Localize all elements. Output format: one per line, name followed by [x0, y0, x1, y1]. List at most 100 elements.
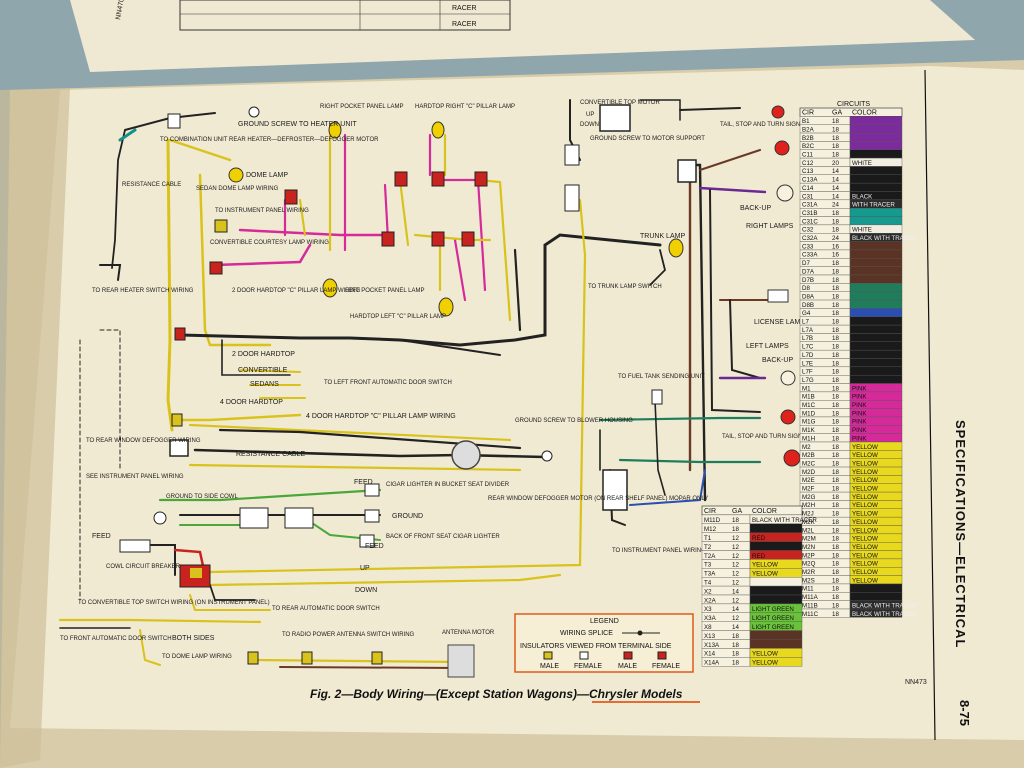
color-swatch [849, 141, 903, 150]
cell-ga: 24 [832, 202, 839, 209]
cell-ga: 18 [832, 293, 839, 300]
top-fragment-1: RACER [452, 5, 477, 12]
cell-color: YELLOW [752, 660, 778, 667]
top-motor [599, 104, 631, 132]
cell-cir: M11 [802, 586, 814, 593]
cell-cir: C32 [802, 227, 814, 234]
cell-ga: 18 [832, 268, 839, 275]
cell-cir: T2A [704, 553, 716, 560]
cell-ga: 24 [832, 235, 839, 242]
cell-cir: D8A [802, 293, 815, 300]
color-swatch [849, 299, 903, 309]
label-feed-1: FEED [354, 479, 373, 486]
cell-cir: M1K [802, 427, 816, 434]
cell-cir: M11A [802, 594, 819, 601]
cell-color: YELLOW [852, 561, 878, 568]
cell-cir: M2F [802, 486, 815, 493]
top-page-code: NN470 [115, 0, 126, 20]
cell-ga: 18 [832, 502, 839, 509]
cell-cir: M2D [802, 469, 816, 476]
label-trunk-switch: TO TRUNK LAMP SWITCH [588, 284, 662, 290]
cell-color: LIGHT GREEN [752, 606, 794, 613]
label-down: DOWN [355, 587, 377, 594]
defogger-motor [451, 440, 481, 470]
cell-color: YELLOW [852, 569, 878, 576]
color-swatch [849, 124, 903, 134]
cell-cir: M11C [802, 611, 819, 618]
color-swatch [849, 258, 903, 267]
components [119, 104, 801, 678]
label-ground-cowl: GROUND TO SIDE COWL [166, 494, 238, 500]
right-pocket-lamp [328, 121, 342, 139]
cell-ga: 12 [732, 571, 739, 578]
cell-ga: 18 [832, 385, 839, 392]
cell-cir: D7B [802, 277, 814, 284]
cell-cir: X8 [704, 624, 712, 631]
cell-ga: 18 [832, 419, 839, 426]
cell-ga: 14 [832, 177, 839, 184]
color-swatch [849, 266, 903, 276]
cell-color: YELLOW [852, 494, 878, 501]
cell-cir: X13A [704, 642, 720, 649]
label-down-top: DOWN [580, 122, 599, 128]
cell-color: YELLOW [852, 477, 878, 484]
cell-color: YELLOW [852, 519, 878, 526]
cell-color: PINK [852, 385, 867, 392]
cell-cir: M1B [802, 394, 815, 401]
cell-ga: 12 [732, 580, 739, 587]
label-instrument-2: TO INSTRUMENT PANEL WIRING [612, 548, 706, 554]
cell-cir: M2G [802, 494, 816, 501]
label-sedan-dome: SEDAN DOME LAMP WIRING [196, 186, 279, 192]
label-resistance: RESISTANCE CABLE [122, 182, 181, 188]
cell-ga: 18 [832, 344, 839, 351]
cell-color: YELLOW [752, 562, 778, 569]
instrument-connector [602, 469, 628, 511]
yellow-trunk [166, 138, 174, 432]
cell-ga: 18 [832, 494, 839, 501]
cell-ga: 18 [832, 435, 839, 442]
label-tail-2: TAIL, STOP AND TURN SIGNAL [722, 434, 810, 440]
cell-ga: 18 [832, 594, 839, 601]
left-pocket-lamp [322, 278, 338, 298]
cell-ga: 18 [832, 586, 839, 593]
cell-cir: C14 [802, 185, 814, 192]
table-row: M2G 18 YELLOW [799, 491, 903, 501]
label-feed-2: FEED [365, 543, 384, 550]
cell-color: YELLOW [752, 571, 778, 578]
label-hardtop-left: HARDTOP LEFT "C" PILLAR LAMP [350, 314, 446, 320]
cell-color: YELLOW [852, 527, 878, 534]
cell-ga: 18 [832, 452, 839, 459]
cell-cir: L7E [802, 360, 813, 367]
label-dome: DOME LAMP [246, 172, 288, 179]
top-fragment-2: RACER [452, 21, 477, 28]
cell-cir: L7D [802, 352, 814, 359]
cell-color: YELLOW [752, 651, 778, 658]
cell-cir: T1 [704, 535, 712, 542]
cell-cir: M2C [802, 460, 816, 467]
label-combination: TO COMBINATION UNIT REAR HEATER—DEFROSTE… [160, 137, 379, 143]
label-hardtop-right: HARDTOP RIGHT "C" PILLAR LAMP [415, 104, 515, 110]
label-trunk-lamp: TRUNK LAMP [640, 233, 685, 240]
table-column-header: GA [732, 508, 742, 515]
label-right-pocket: RIGHT POCKET PANEL LAMP [320, 104, 403, 110]
cell-color: YELLOW [852, 469, 878, 476]
label-rear-motor: REAR WINDOW DEFOGGER MOTOR (ON REAR SHEL… [488, 496, 708, 502]
color-swatch [849, 324, 903, 334]
